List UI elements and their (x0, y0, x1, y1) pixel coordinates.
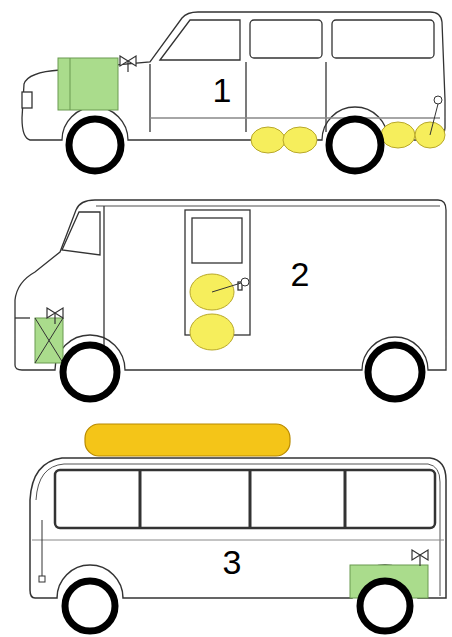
suv-vehicle (160, 20, 240, 60)
van-vehicle (15, 317, 30, 318)
gas-cylinder-box (58, 58, 118, 110)
suv-vehicle (22, 92, 32, 108)
fuel-tank (190, 314, 234, 350)
gas-line (212, 283, 241, 292)
wheel (360, 581, 410, 631)
bus-vehicle (139, 470, 142, 528)
gas-line (42, 520, 43, 576)
bus-vehicle (55, 470, 435, 528)
suv-vehicle (250, 20, 322, 58)
bus-vehicle (249, 470, 252, 528)
wheel (65, 581, 115, 631)
gas-cylinder-box (58, 58, 118, 110)
callout-number: 1 (213, 73, 232, 107)
valve-symbol (47, 308, 63, 324)
gas-cylinder-box (35, 318, 63, 363)
roof-tank (85, 424, 290, 456)
valve-symbol (127, 61, 128, 72)
bus-vehicle (30, 458, 446, 598)
van-vehicle (192, 218, 242, 263)
gas-cylinder-box (70, 58, 71, 110)
valve-symbol (419, 555, 420, 566)
valve-symbol (120, 56, 136, 72)
wheel (69, 119, 381, 171)
suv-vehicle (325, 62, 326, 132)
callout-number: 2 (291, 257, 310, 291)
suv-vehicle (245, 62, 246, 132)
valve-symbol (412, 550, 428, 566)
callout-number: 3 (223, 545, 242, 579)
gas-line (39, 576, 45, 582)
wheel (69, 119, 121, 171)
suv-vehicle (332, 20, 434, 58)
gas-line (241, 278, 249, 286)
fuel-tank (381, 122, 415, 148)
wheel (368, 345, 422, 399)
roof-tank (85, 424, 290, 456)
gas-line (430, 104, 438, 135)
wheel (65, 581, 410, 631)
valve-symbol (54, 313, 55, 324)
gas-cylinder-box (35, 318, 63, 363)
van-vehicle (103, 206, 104, 368)
fuel-tank (283, 127, 317, 153)
wheel (329, 119, 381, 171)
suv-vehicle (149, 64, 150, 132)
suv-vehicle (150, 117, 440, 118)
bus-vehicle (344, 470, 347, 528)
fuel-tank (190, 274, 234, 350)
gas-line (430, 96, 442, 135)
gas-line (434, 96, 442, 104)
fuel-tank (251, 127, 285, 153)
wheel (63, 345, 117, 399)
gas-cylinder-box (35, 318, 63, 363)
gas-line (39, 520, 45, 582)
gas-cylinder-box (35, 318, 63, 363)
wheel (63, 345, 422, 399)
gas-line (212, 278, 249, 292)
bus-vehicle (32, 540, 444, 541)
van-vehicle (62, 212, 100, 255)
van-vehicle (96, 205, 440, 206)
bus-vehicle (30, 458, 446, 598)
